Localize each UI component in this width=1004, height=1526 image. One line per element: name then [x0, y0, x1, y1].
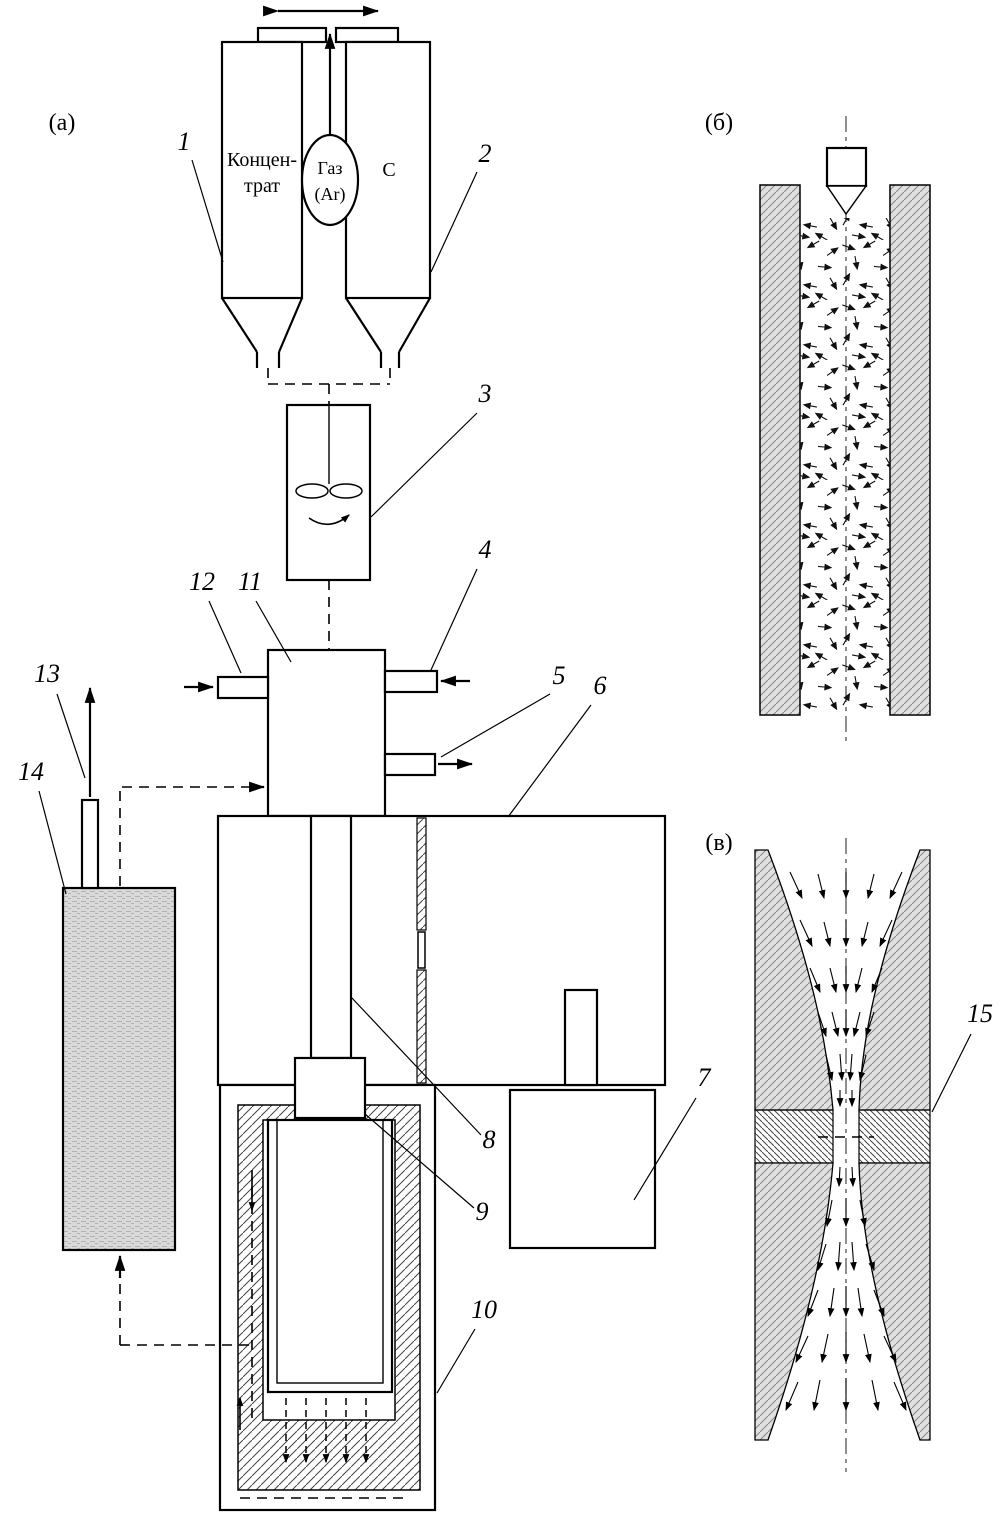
channel-wall-left-b [759, 184, 801, 716]
leader-10 [436, 1328, 476, 1394]
mixer-rotation-arrow [308, 514, 350, 526]
nozzle-box [293, 1056, 367, 1120]
converging-wall-left [754, 849, 834, 1111]
feeder-lid-left [256, 26, 328, 44]
part-label-10: 10 [471, 1295, 497, 1324]
panel-v-label: (в) [705, 830, 732, 856]
gas-label-line1: Газ [317, 158, 342, 178]
leader-4 [430, 568, 478, 671]
furnace-circulation [236, 1170, 410, 1499]
leader-6 [507, 704, 592, 818]
concentrate-label-line2: трат [244, 175, 280, 197]
part-label-13: 13 [34, 659, 60, 688]
mixer-propeller-left [295, 483, 329, 499]
leader-3 [370, 412, 478, 518]
leader-13 [56, 693, 86, 779]
leader-12 [208, 600, 242, 674]
melt-vessel-inner [276, 1119, 384, 1384]
part-label-4: 4 [479, 535, 492, 564]
melt-vessel-outer [266, 1118, 394, 1394]
reactor-head-block [266, 648, 387, 818]
leader-14 [38, 790, 67, 895]
leader-11 [255, 600, 292, 663]
outlet-pipe-right [383, 752, 437, 777]
converging-wall-right [858, 849, 931, 1111]
part-label-2: 2 [479, 139, 492, 168]
leader-8 [350, 996, 482, 1136]
partition-window [417, 931, 426, 969]
hopper-carbon-funnel [345, 297, 431, 368]
diverging-wall-right [858, 1162, 931, 1441]
part-label-8: 8 [483, 1125, 496, 1154]
part-label-3: 3 [478, 379, 492, 408]
part-label-15: 15 [967, 999, 993, 1028]
inlet-pipe-right [383, 669, 439, 694]
leader-5 [440, 693, 551, 758]
part-label-7: 7 [698, 1063, 712, 1092]
panel-a-label: (а) [49, 110, 76, 136]
part-label-1: 1 [178, 127, 191, 156]
channel-wall-right-b [889, 184, 931, 716]
leader-15 [931, 1033, 972, 1113]
leader-1 [191, 159, 224, 263]
injector-nozzle-tip [825, 185, 868, 216]
panel-v: (в) [705, 830, 993, 1472]
feed-dashed-lines [267, 368, 391, 405]
hopper-carbon [344, 40, 432, 300]
hopper-concentrate-funnel [221, 297, 304, 368]
pump-box [508, 1088, 657, 1250]
part-label-14: 14 [18, 757, 44, 786]
diverging-wall-left [754, 1162, 834, 1441]
gas-inlet-ellipse [300, 133, 360, 227]
gas-label-line2: (Ar) [315, 184, 346, 205]
leader-7 [633, 1097, 697, 1201]
injector-nozzle-b [825, 146, 868, 188]
mixer-propeller-right [329, 483, 363, 499]
part-label-6: 6 [594, 671, 607, 700]
part-label-9: 9 [476, 1197, 489, 1226]
inlet-pipe-left [216, 675, 270, 700]
leader-9 [364, 1113, 475, 1209]
flow-arrows-v [785, 871, 907, 1412]
part-label-11: 11 [238, 567, 262, 596]
feeder-lid-right [334, 26, 400, 44]
pump-stem [563, 988, 599, 1087]
leader-2 [430, 171, 478, 273]
partition-slit-lower [416, 969, 427, 1084]
partition-slit-upper [416, 817, 427, 931]
concentrate-label-line1: Концен- [227, 149, 297, 171]
panel-b-label: (б) [705, 110, 733, 136]
part-labels-a: 1 2 3 4 5 6 7 8 9 10 11 12 13 14 [18, 127, 712, 1394]
plasma-tube [309, 814, 353, 1060]
turbulent-arrow-field [800, 218, 890, 710]
part-label-12: 12 [189, 567, 215, 596]
condenser-outlet-tube [80, 798, 100, 890]
panel-b: (б) [705, 110, 931, 744]
carbon-label: С [382, 159, 395, 181]
condenser-body [61, 886, 177, 1252]
panel-a: (а) Концен- трат Газ (Ar) С [18, 5, 712, 1512]
part-label-5: 5 [553, 661, 566, 690]
